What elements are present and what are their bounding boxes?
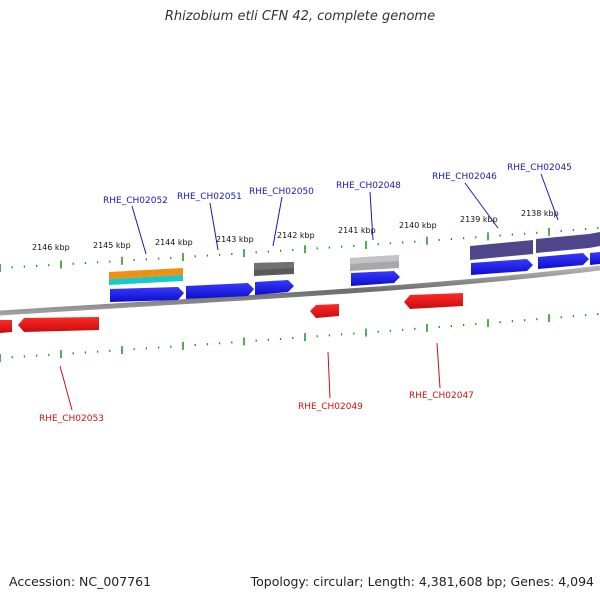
reverse-cds-track [0, 293, 463, 333]
map-title: Rhizobium etli CFN 42, complete genome [164, 9, 436, 24]
gene-label-bottom[interactable]: RHE_CH02047 [409, 391, 474, 401]
forward-cds-arrow[interactable] [186, 283, 254, 299]
feature-purple[interactable] [536, 234, 589, 253]
scale-label: 2142 kbp [277, 231, 315, 240]
feature-purple[interactable] [470, 240, 533, 260]
gene-label-top[interactable]: RHE_CH02052 [103, 196, 168, 206]
scale-label: 2146 kbp [32, 243, 70, 252]
summary-text: Topology: circular; Length: 4,381,608 bp… [250, 574, 594, 589]
forward-cds-arrow[interactable] [538, 253, 589, 269]
feature-orange[interactable] [109, 268, 183, 279]
scale-label: 2139 kbp [460, 215, 498, 224]
gene-label-bottom[interactable]: RHE_CH02049 [298, 402, 363, 412]
forward-cds-arrow[interactable] [471, 259, 533, 275]
gene-label-top[interactable]: RHE_CH02050 [249, 187, 314, 197]
scale-label: 2145 kbp [93, 241, 131, 250]
forward-cds-arrow[interactable] [255, 280, 294, 295]
feature-light-gray[interactable] [350, 255, 399, 264]
reverse-cds-arrow[interactable] [18, 317, 99, 332]
scale-ticks-top [0, 227, 599, 272]
forward-cds-arrow[interactable] [590, 252, 600, 265]
genome-backbone [0, 265, 600, 316]
forward-cds-track [110, 252, 600, 302]
gene-label-top[interactable]: RHE_CH02048 [336, 181, 401, 191]
scale-label: 2140 kbp [399, 221, 437, 230]
forward-cds-arrow[interactable] [110, 287, 184, 302]
reverse-cds-arrow[interactable] [310, 304, 339, 318]
feature-dark-gray[interactable] [254, 262, 294, 270]
feature-cyan[interactable] [109, 275, 183, 285]
accession-text: Accession: NC_007761 [9, 574, 152, 589]
feature-tracks [109, 232, 600, 285]
scale-label: 2143 kbp [216, 235, 254, 244]
gene-label-top[interactable]: RHE_CH02045 [507, 163, 572, 173]
leader-lines [59, 173, 559, 411]
reverse-cds-arrow[interactable] [404, 293, 463, 309]
scale-label: 2138 kbp [521, 209, 559, 218]
gene-label-bottom[interactable]: RHE_CH02053 [39, 414, 104, 424]
scale-ticks-bottom [0, 313, 599, 362]
gene-label-top[interactable]: RHE_CH02046 [432, 172, 497, 182]
feature-purple[interactable] [589, 232, 600, 248]
forward-cds-arrow[interactable] [351, 271, 400, 286]
scale-label: 2144 kbp [155, 238, 193, 247]
reverse-cds-arrow[interactable] [0, 320, 12, 333]
scale-label: 2141 kbp [338, 226, 376, 235]
gene-label-top[interactable]: RHE_CH02051 [177, 192, 242, 202]
